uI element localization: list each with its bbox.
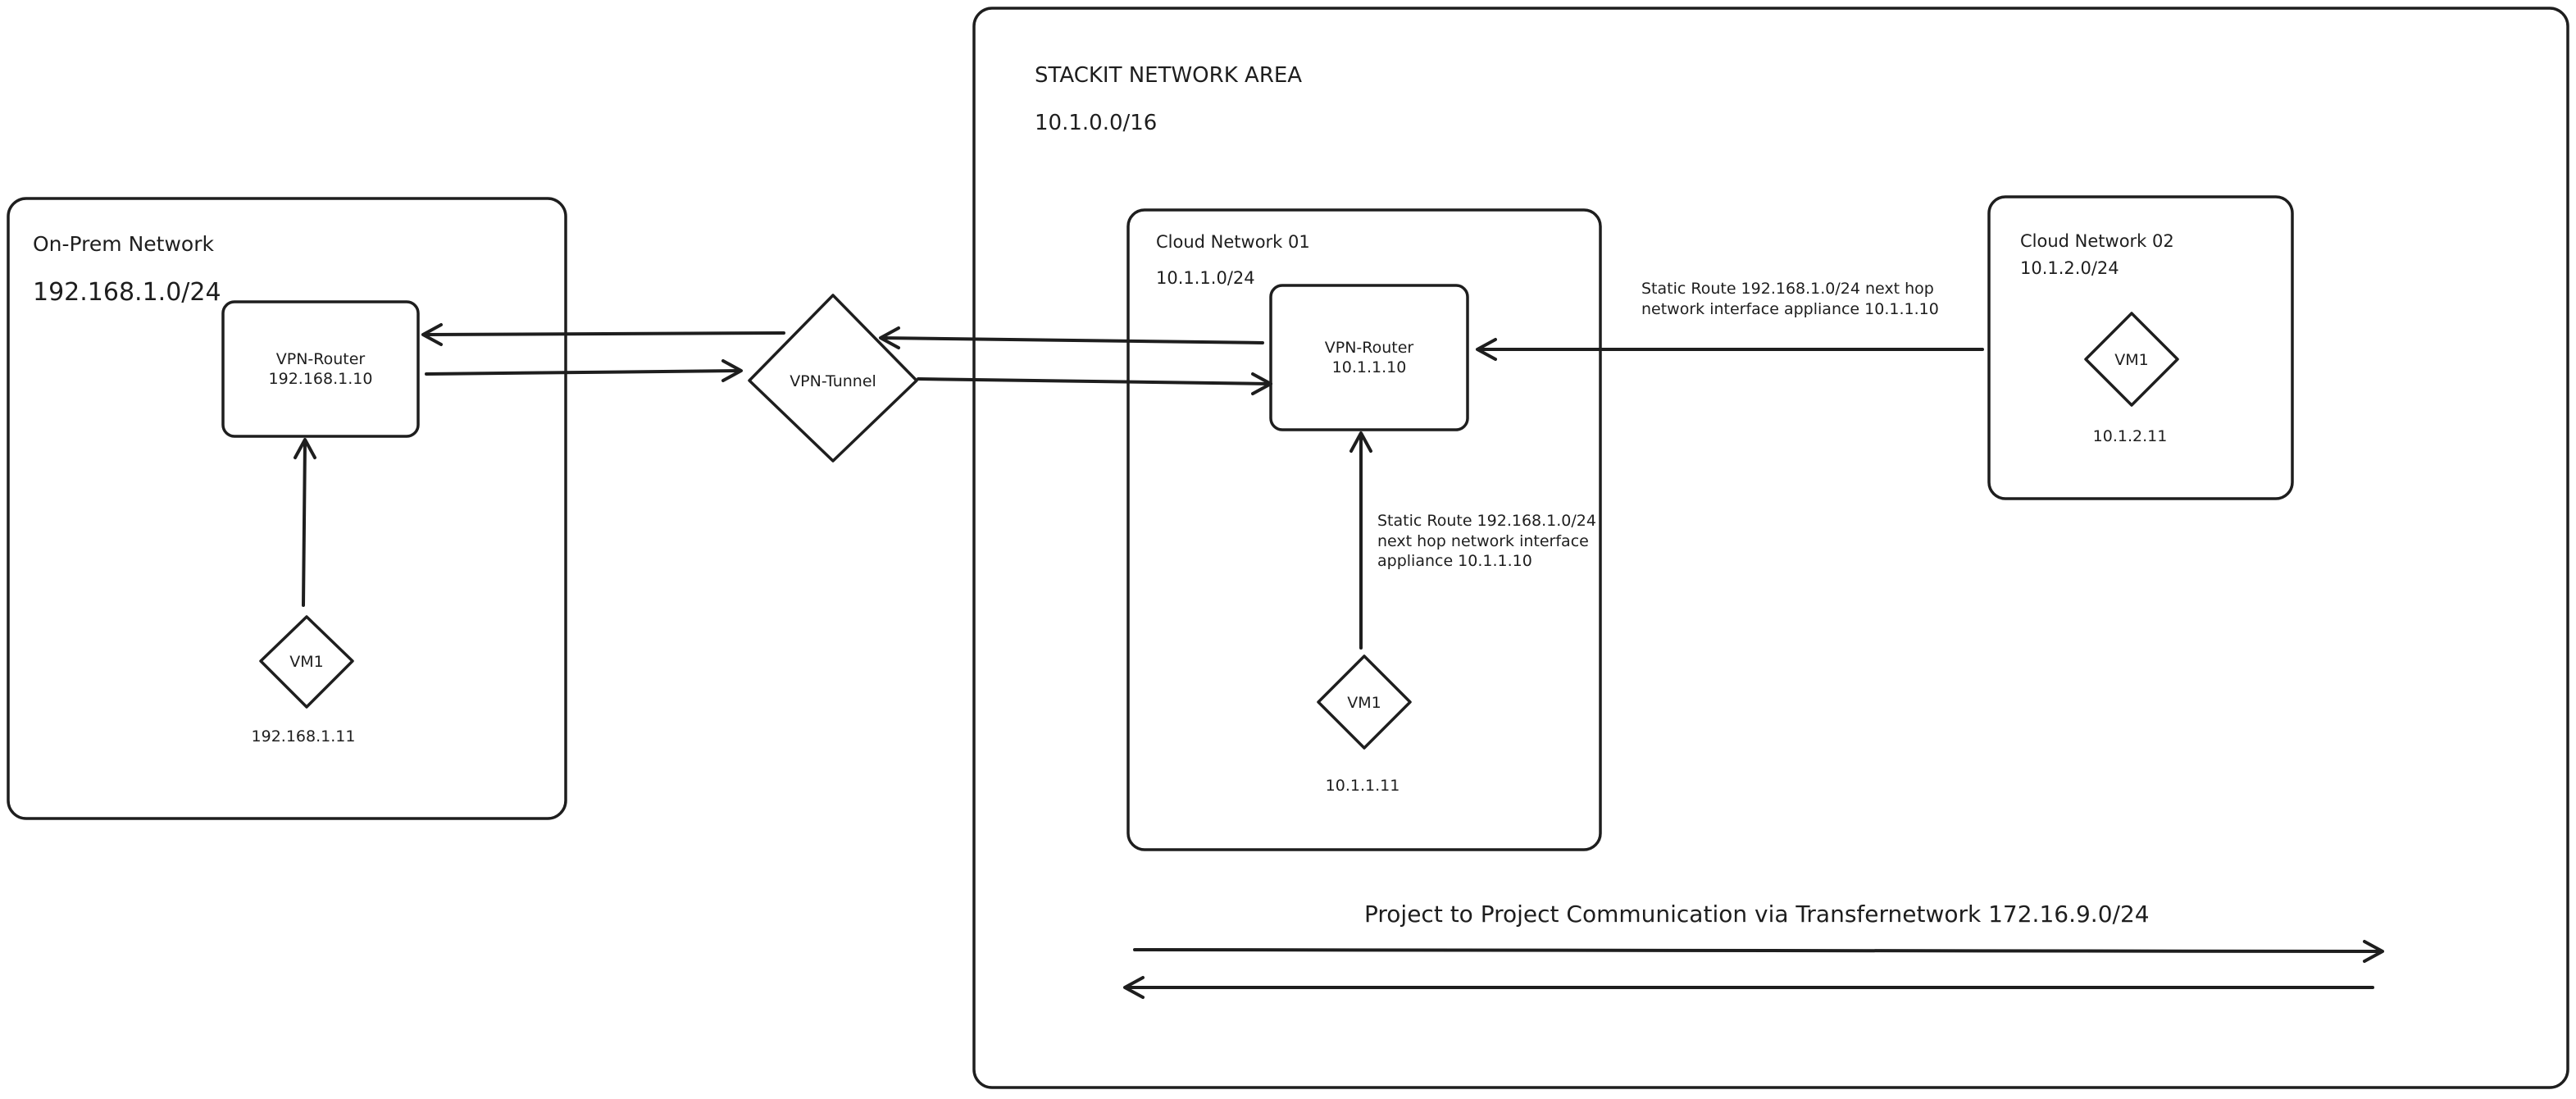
arrow-onprem-vm-to-router — [294, 438, 316, 607]
cloud01-vm-node — [1317, 654, 1412, 750]
cloud01-route-note-line3: appliance 10.1.1.10 — [1377, 552, 1532, 570]
cloud01-router-ip: 10.1.1.10 — [1332, 358, 1407, 376]
onprem-vm-ip: 192.168.1.11 — [252, 727, 356, 746]
cloud02-vm-ip: 10.1.2.11 — [2093, 427, 2168, 445]
stackit-area-cidr: 10.1.0.0/16 — [1035, 111, 1157, 135]
arrow-cloud01-router-to-tunnel — [879, 326, 1264, 349]
arrow-cloud02-to-cloud01-router — [1476, 338, 1984, 361]
stackit-area-title: STACKIT NETWORK AREA — [1035, 63, 1302, 88]
onprem-vpn-router — [221, 300, 420, 438]
arrow-tunnel-to-cloud01-router — [917, 372, 1272, 395]
cloud02-route-note-line2: network interface appliance 10.1.1.10 — [1641, 300, 1939, 318]
cloud-network-02-title: Cloud Network 02 — [2020, 231, 2174, 251]
cloud01-vm-ip: 10.1.1.11 — [1326, 777, 1400, 795]
cloud01-vm-name: VM1 — [1347, 694, 1381, 712]
vpn-tunnel-node — [748, 294, 918, 463]
cloud-network-01-box — [1126, 208, 1602, 851]
cloud01-route-note-line1: Static Route 192.168.1.0/24 — [1377, 512, 1596, 530]
transfer-network-label: Project to Project Communication via Tra… — [1364, 901, 2150, 928]
arrow-onprem-router-to-tunnel — [425, 359, 743, 382]
arrow-tunnel-to-onprem-router — [421, 323, 785, 346]
cloud-network-01: Cloud Network 01 10.1.1.0/24 VPN-Router … — [1126, 208, 1602, 851]
cloud-network-01-cidr: 10.1.1.0/24 — [1156, 268, 1255, 288]
cloud01-router-name: VPN-Router — [1325, 339, 1414, 357]
cloud02-route-note-line1: Static Route 192.168.1.0/24 next hop — [1641, 280, 1934, 298]
arrows — [294, 323, 2384, 999]
cloud01-vpn-router — [1269, 284, 1469, 431]
cloud-network-02-cidr: 10.1.2.0/24 — [2020, 258, 2119, 278]
vpn-tunnel: VPN-Tunnel — [748, 294, 918, 463]
onprem-vm-name: VM1 — [289, 653, 323, 671]
arrow-transfer-right — [1133, 940, 2384, 963]
onprem-network-cidr: 192.168.1.0/24 — [33, 278, 221, 307]
cloud02-vm-node — [2084, 312, 2179, 407]
cloud-network-02: Cloud Network 02 10.1.2.0/24 VM1 10.1.2.… — [1987, 195, 2294, 500]
onprem-vm-node — [259, 615, 354, 709]
cloud-network-01-title: Cloud Network 01 — [1156, 232, 1310, 252]
onprem-router-ip: 192.168.1.10 — [269, 370, 373, 388]
cloud02-vm-name: VM1 — [2114, 351, 2148, 369]
cloud01-route-note-line2: next hop network interface — [1377, 532, 1589, 550]
onprem-network-title: On-Prem Network — [33, 232, 214, 256]
vpn-tunnel-label: VPN-Tunnel — [790, 372, 876, 390]
stackit-area-box — [972, 7, 2569, 1089]
onprem-network: On-Prem Network 192.168.1.0/24 VPN-Route… — [7, 197, 567, 820]
arrow-cloud01-vm-to-router — [1349, 431, 1372, 650]
stackit-network-area: STACKIT NETWORK AREA 10.1.0.0/16 — [972, 7, 2569, 1089]
onprem-network-box — [7, 197, 567, 820]
arrow-transfer-left — [1123, 976, 2374, 999]
onprem-router-name: VPN-Router — [276, 350, 366, 368]
cloud-network-02-box — [1987, 195, 2294, 500]
